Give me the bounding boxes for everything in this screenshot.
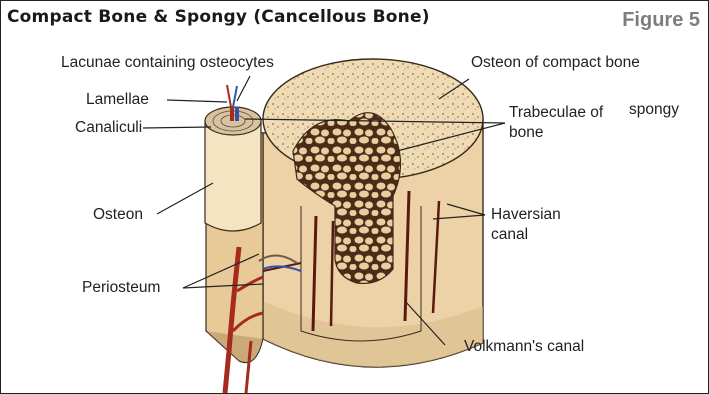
- label-volkmann: Volkmann's canal: [464, 338, 584, 356]
- label-osteon: Osteon: [93, 206, 143, 224]
- label-haversian-2: canal: [491, 226, 528, 244]
- osteon-pillar: [205, 85, 261, 231]
- diagram-title: Compact Bone & Spongy (Cancellous Bone): [7, 7, 430, 27]
- label-trabeculae-1: Trabeculae of: [509, 104, 603, 122]
- label-canaliculi: Canaliculi: [75, 119, 142, 137]
- label-trabeculae-2: bone: [509, 124, 543, 142]
- label-lacunae: Lacunae containing osteocytes: [61, 54, 274, 72]
- label-osteon-compact: Osteon of compact bone: [471, 54, 640, 72]
- label-trabeculae-spongy: spongy: [629, 101, 679, 119]
- label-lamellae: Lamellae: [86, 91, 149, 109]
- label-periosteum: Periosteum: [82, 279, 160, 297]
- figure-number: Figure 5: [622, 9, 700, 32]
- label-haversian-1: Haversian: [491, 206, 561, 224]
